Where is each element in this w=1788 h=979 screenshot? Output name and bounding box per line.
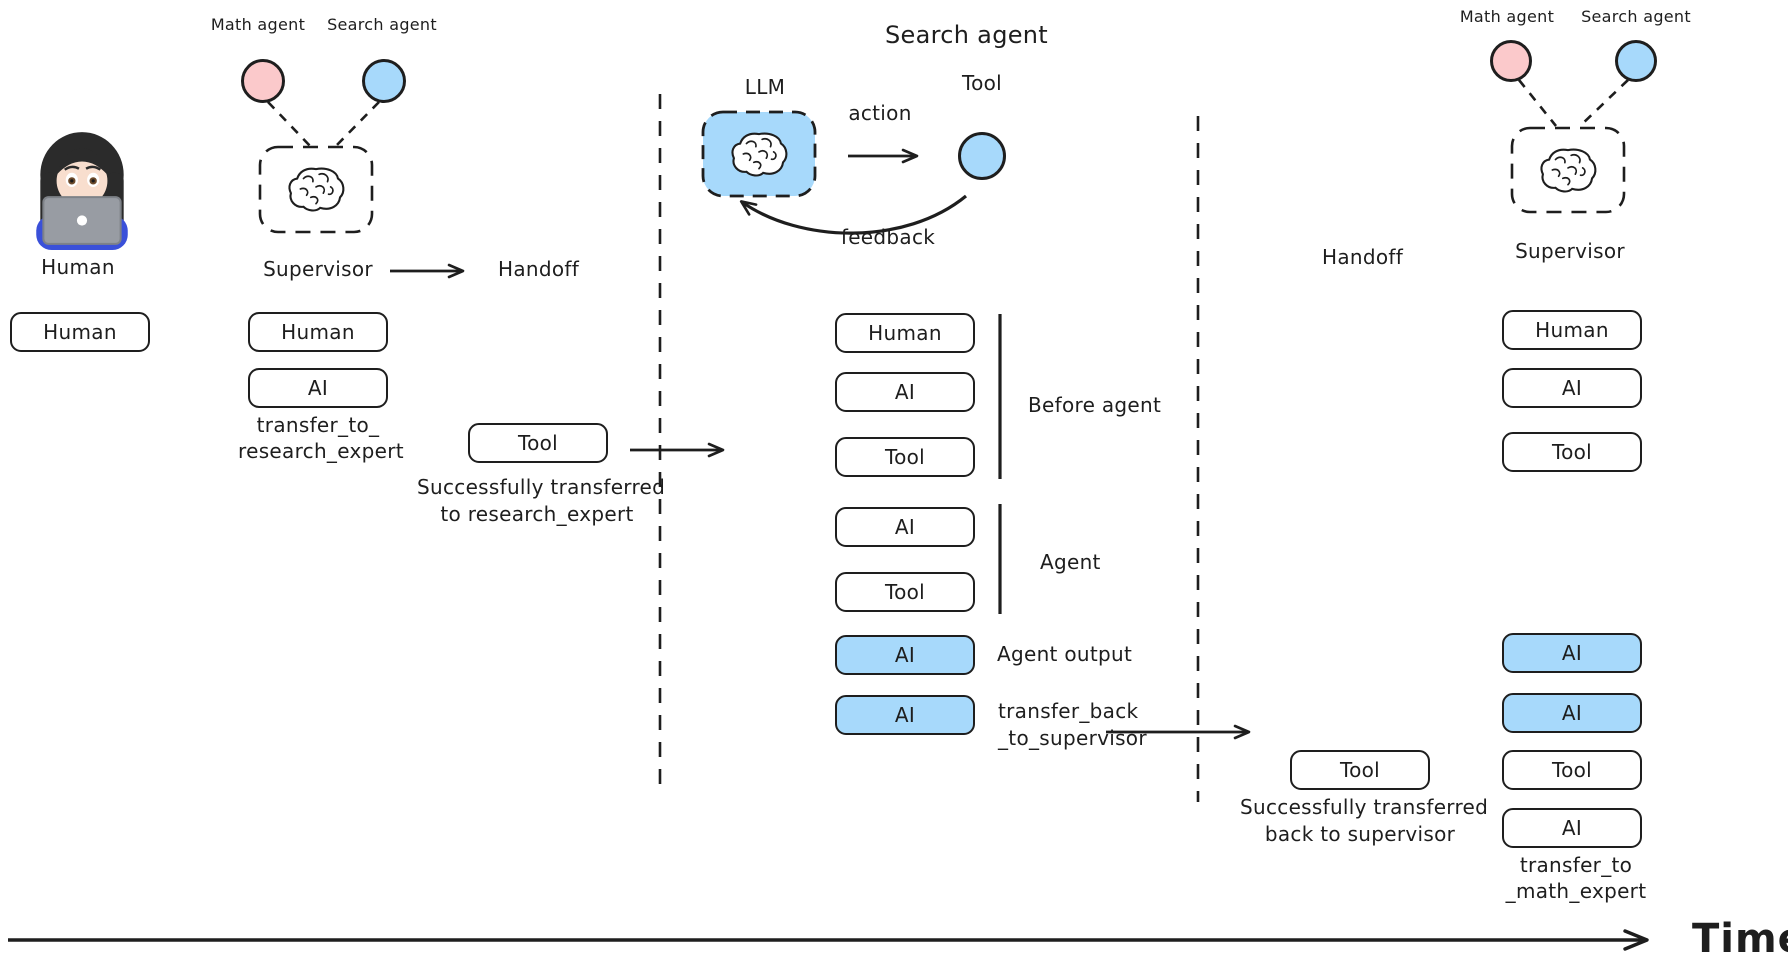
timeline-label: Time <box>1692 916 1788 962</box>
feedback-label: feedback <box>840 225 936 249</box>
sup1-math-agent-node <box>241 59 285 103</box>
sup2-transfer-note-line1: transfer_to <box>1519 853 1633 877</box>
message-box-human: Human <box>835 313 975 353</box>
handoff2-success-note-line2: back to supervisor <box>1264 822 1456 846</box>
sup2-math-link <box>1517 79 1558 127</box>
handoff1-label: Handoff <box>498 257 580 281</box>
message-box-ai-highlighted: AI <box>835 635 975 675</box>
sup1-title: Supervisor <box>263 257 373 281</box>
sup2-search-agent-label: Search agent <box>1581 7 1691 26</box>
agent-output-label: Agent output <box>997 642 1133 666</box>
message-box-tool: Tool <box>835 572 975 612</box>
message-box-tool: Tool <box>1502 432 1642 472</box>
message-box-ai-highlighted: AI <box>1502 693 1642 733</box>
sup1-transfer-note-line2: research_expert <box>238 439 404 463</box>
sup2-search-link <box>1579 79 1629 127</box>
sup1-math-agent-label: Math agent <box>210 15 306 34</box>
sup1-success-note-line2: to research_expert <box>440 502 634 526</box>
message-box-ai: AI <box>248 368 388 408</box>
sup2-title: Supervisor <box>1515 239 1625 263</box>
search-agent-title: Search agent <box>885 21 1049 49</box>
message-box-human: Human <box>248 312 388 352</box>
message-box-ai: AI <box>835 372 975 412</box>
before-agent-label: Before agent <box>1028 393 1162 417</box>
sup1-brain-icon <box>288 167 345 212</box>
transfer-back-line1: transfer_back <box>998 699 1139 723</box>
sup1-search-agent-node <box>362 59 406 103</box>
action-label: action <box>848 101 912 125</box>
human-figure-label: Human <box>41 255 115 279</box>
tool-node-label: Tool <box>961 71 1003 95</box>
message-box-human: Human <box>10 312 150 352</box>
message-box-ai-highlighted: AI <box>1502 633 1642 673</box>
tool-node <box>958 132 1006 180</box>
handoff2-label: Handoff <box>1322 245 1404 269</box>
message-box-tool: Tool <box>1502 750 1642 790</box>
message-box-tool: Tool <box>468 423 608 463</box>
sup2-brain-icon <box>1540 148 1597 193</box>
transfer-back-line2: _to_supervisor <box>998 726 1147 750</box>
agent-label: Agent <box>1040 550 1101 574</box>
sup2-transfer-note-line2: _math_expert <box>1505 879 1647 903</box>
sup2-math-agent-node <box>1490 40 1532 82</box>
sup1-search-agent-label: Search agent <box>327 15 437 34</box>
sup2-search-agent-node <box>1615 40 1657 82</box>
llm-brain-icon <box>731 132 788 177</box>
message-box-human: Human <box>1502 310 1642 350</box>
message-box-ai: AI <box>835 507 975 547</box>
message-box-ai: AI <box>1502 808 1642 848</box>
message-box-ai-highlighted: AI <box>835 695 975 735</box>
message-box-tool: Tool <box>1290 750 1430 790</box>
sup1-math-link <box>267 101 313 149</box>
sup1-transfer-note-line1: transfer_to_ <box>256 413 380 437</box>
woman-technologist-figure <box>36 132 128 250</box>
sup1-search-link <box>333 101 380 149</box>
sup1-success-note-line1: Successfully transferred <box>417 475 666 499</box>
handoff2-success-note-line1: Successfully transferred <box>1240 795 1489 819</box>
message-box-tool: Tool <box>835 437 975 477</box>
llm-label: LLM <box>744 75 786 99</box>
sup2-math-agent-label: Math agent <box>1459 7 1555 26</box>
message-box-ai: AI <box>1502 368 1642 408</box>
